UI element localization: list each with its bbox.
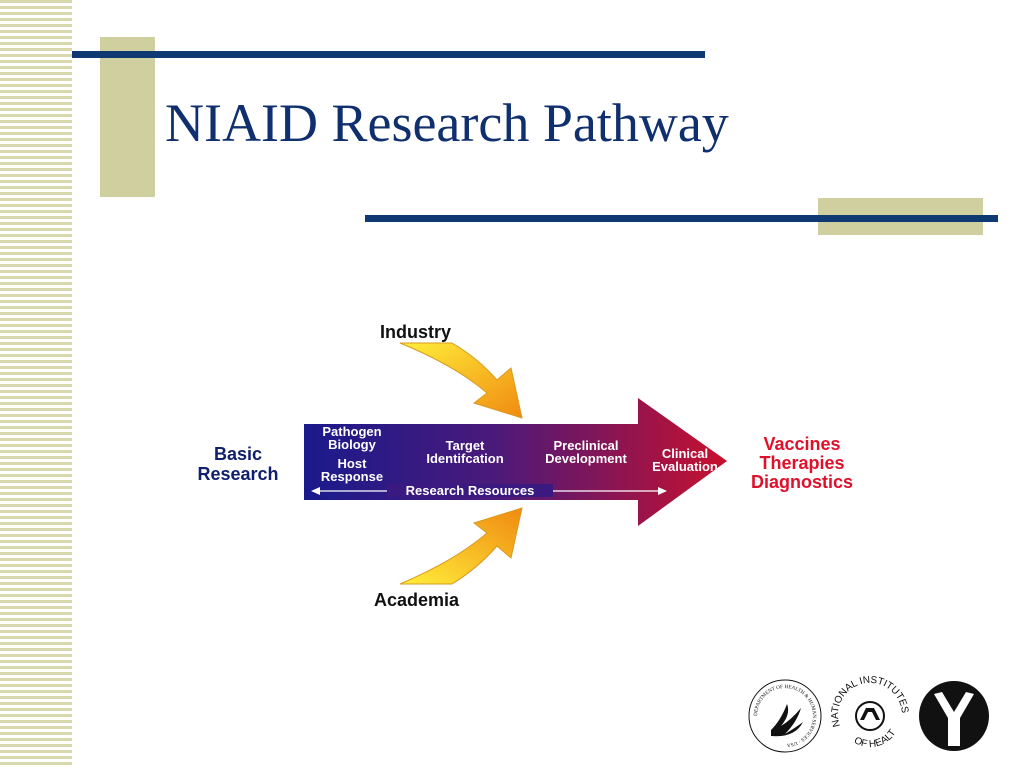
- basic-research-line-2: Research: [197, 464, 279, 484]
- stage-line: Preclinical: [553, 438, 619, 453]
- hhs-seal-logo: DEPARTMENT OF HEALTH & HUMAN SERVICES · …: [748, 679, 822, 753]
- research-resources-right-arrowhead: [658, 487, 667, 495]
- stage-line: Host: [337, 456, 367, 471]
- stage-pathogen-biology: Pathogen Biology: [314, 425, 390, 451]
- stage-preclinical-development: Preclinical Development: [534, 439, 638, 465]
- nih-logo: NATIONAL INSTITUTES OF HEALTH: [830, 676, 910, 750]
- academia-label: Academia: [374, 590, 460, 610]
- stage-line: Biology: [328, 437, 376, 452]
- stage-line: Pathogen: [322, 424, 382, 439]
- decorative-navy-line-bottom: [365, 215, 998, 222]
- striped-side-bar: [0, 0, 72, 768]
- decorative-tan-block-top: [100, 37, 155, 197]
- stage-line: Development: [545, 451, 627, 466]
- stage-line: Response: [320, 469, 384, 484]
- industry-curved-arrow: [399, 342, 523, 419]
- decorative-navy-line-top: [72, 51, 705, 58]
- stage-line: Identifcation: [426, 451, 504, 466]
- academia-curved-arrow: [399, 507, 523, 585]
- stage-line: Evaluation: [652, 459, 718, 474]
- stage-target-identification: Target Identifcation: [414, 439, 516, 465]
- research-resources-left-arrowhead: [311, 487, 320, 495]
- stage-host-response: Host Response: [312, 457, 392, 483]
- slide-title: NIAID Research Pathway: [165, 93, 729, 153]
- outcomes-list: Vaccines Therapies Diagnostics: [728, 435, 876, 491]
- outcome-vaccines: Vaccines: [763, 434, 841, 454]
- stage-line: Target: [445, 438, 485, 453]
- basic-research-label: Basic Research: [180, 445, 296, 483]
- stage-line: Clinical: [661, 446, 709, 461]
- outcome-diagnostics: Diagnostics: [750, 472, 854, 492]
- niaid-y-logo: [919, 681, 989, 751]
- research-resources-label: Research Resources: [387, 484, 553, 497]
- stage-clinical-evaluation: Clinical Evaluation: [642, 447, 728, 473]
- outcome-therapies: Therapies: [759, 453, 845, 473]
- agency-logos: DEPARTMENT OF HEALTH & HUMAN SERVICES · …: [748, 676, 989, 753]
- basic-research-line-1: Basic: [213, 444, 263, 464]
- industry-label: Industry: [380, 322, 452, 342]
